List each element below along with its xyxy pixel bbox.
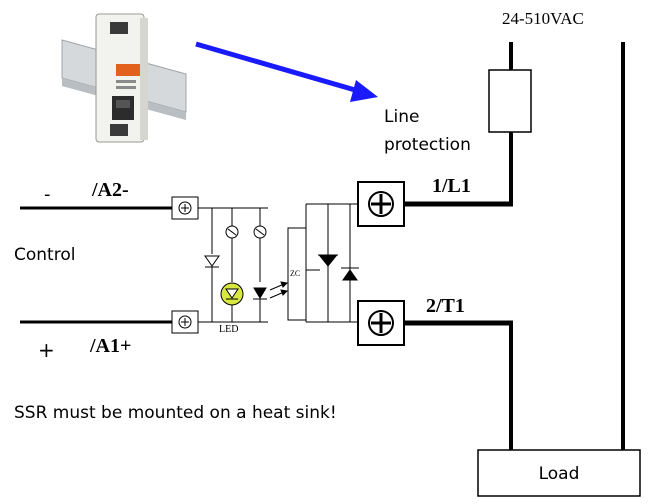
terminal-screw-icon [357, 181, 405, 227]
circuit-breaker-icon [61, 13, 187, 143]
mains-wiring [404, 42, 625, 450]
ssr-output-circuit [287, 203, 359, 323]
load-label: Load [539, 464, 580, 484]
fuse-icon [488, 69, 532, 133]
plus-sign: + [38, 338, 55, 362]
led-label: LED [219, 324, 238, 335]
minus-sign: - [44, 184, 51, 205]
ssr-input-circuit [171, 196, 289, 334]
terminal-a1-label: /A1+ [89, 335, 131, 357]
supply-label: 24-510VAC [502, 9, 584, 28]
arrow-icon [195, 41, 378, 102]
load-box: Load [477, 449, 641, 497]
zc-label: ZC [290, 269, 300, 278]
control-wiring [20, 206, 172, 324]
triac-icon [318, 254, 359, 281]
terminal-a2-label: /A2- [91, 179, 129, 201]
heat-sink-note: SSR must be mounted on a heat sink! [14, 403, 337, 423]
line-protection-label-1: Line [384, 107, 419, 127]
terminal-t1-label: 2/T1 [426, 295, 465, 317]
diode-icon [204, 255, 220, 267]
line-protection-label-2: protection [384, 135, 471, 155]
terminal-screw-icon [357, 300, 405, 346]
control-label: Control [14, 245, 75, 265]
terminal-l1-label: 1/L1 [432, 175, 471, 197]
